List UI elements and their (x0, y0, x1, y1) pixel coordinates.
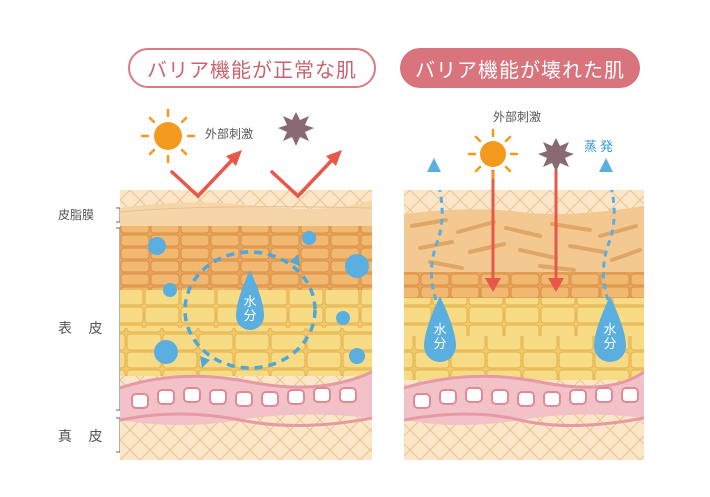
sun-icon-right (467, 128, 519, 180)
label-epidermis: 表 皮 (58, 321, 109, 337)
label-evaporation: 蒸発 (584, 140, 617, 155)
water-label-right-1: 水分 (433, 323, 447, 352)
water-label-right-2: 水分 (603, 323, 617, 352)
label-external-stimulus-left: 外部刺激 (205, 127, 254, 141)
sun-icon-left (140, 108, 196, 164)
title-normal-skin: バリア機能が正常な肌 (128, 48, 376, 88)
layer-brackets (116, 207, 121, 453)
water-drop-icon (236, 270, 264, 330)
irritant-icon-right (538, 138, 574, 172)
title-damaged-skin: バリア機能が壊れた肌 (400, 48, 640, 88)
label-external-stimulus-right: 外部刺激 (493, 110, 542, 124)
bounce-arrows (170, 156, 336, 199)
label-sebum-membrane: 皮脂膜 (58, 208, 95, 222)
damaged-skin-section (404, 190, 644, 460)
water-label-left: 水分 (243, 295, 257, 324)
irritant-icon-left (278, 112, 314, 146)
label-dermis: 真 皮 (58, 429, 109, 445)
healthy-skin-section (120, 190, 372, 460)
